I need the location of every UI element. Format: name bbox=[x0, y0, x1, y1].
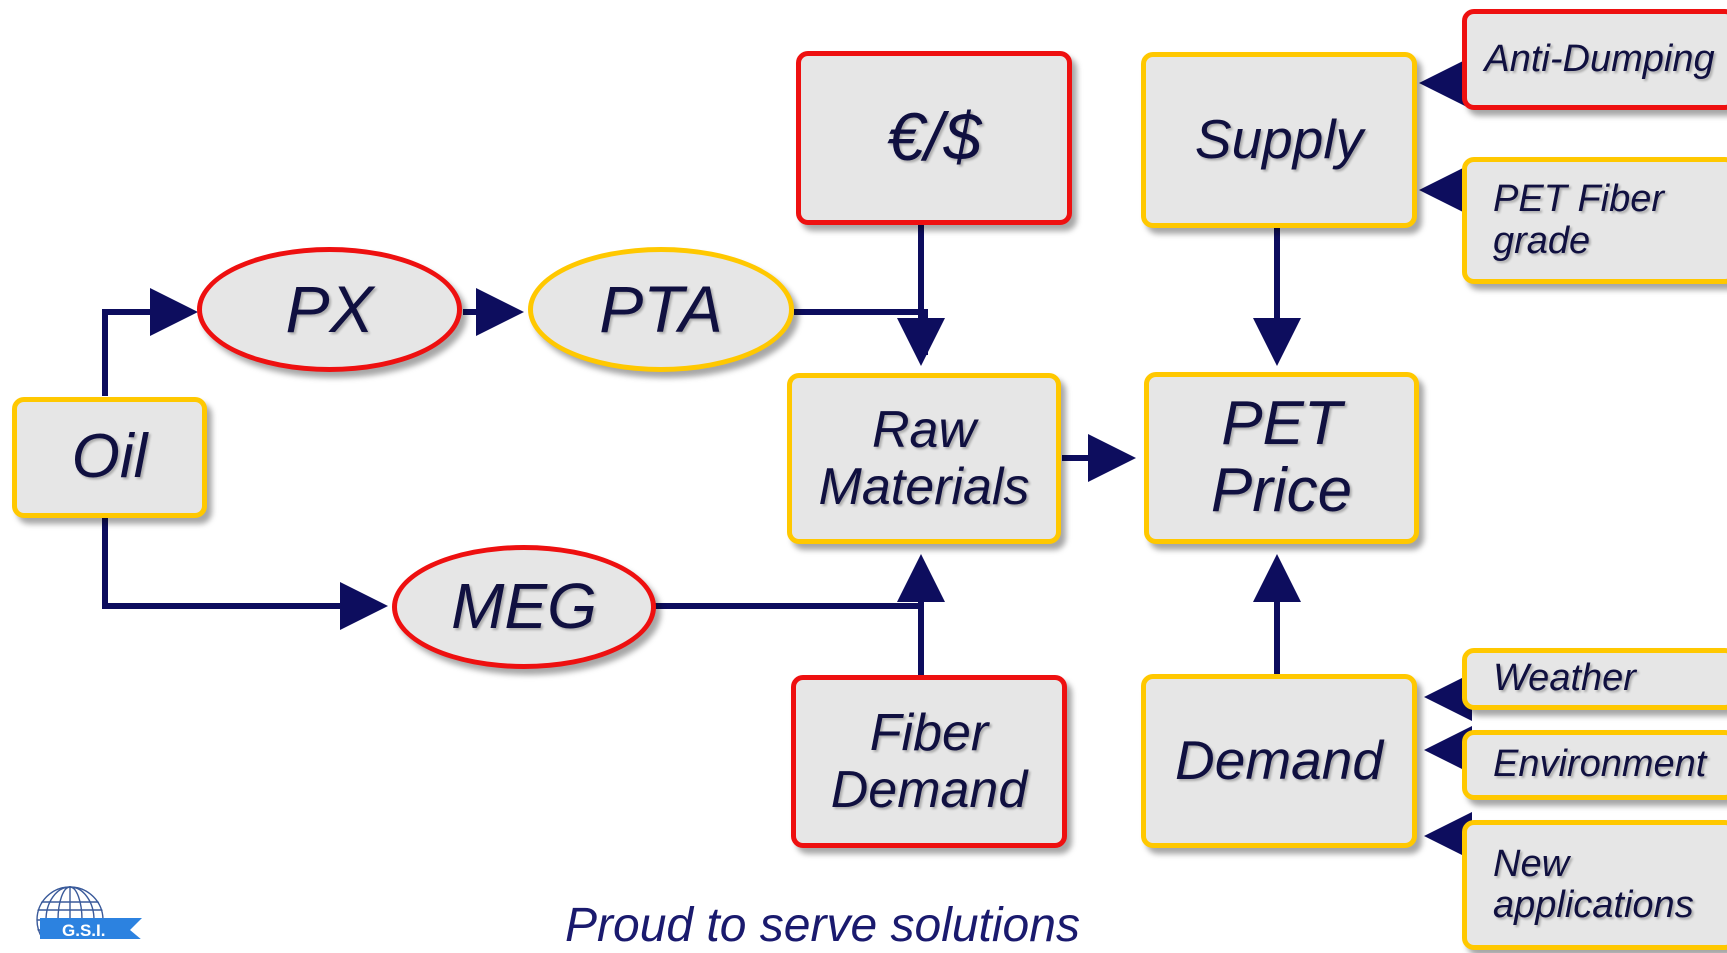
pta-to-raw-materials-arrow bbox=[794, 309, 928, 355]
anti-dumping-label: Anti-Dumping bbox=[1484, 37, 1715, 80]
fiber-demand-label: Fiber Demand bbox=[830, 704, 1028, 819]
logo-text: G.S.I. bbox=[62, 921, 105, 939]
oil-to-px-arrow bbox=[102, 288, 198, 396]
demand-node: Demand bbox=[1141, 674, 1417, 848]
euro-dollar-label: €/$ bbox=[886, 99, 982, 176]
pet-price-label: PET Price bbox=[1210, 389, 1353, 525]
demand-label: Demand bbox=[1175, 729, 1383, 792]
meg-node: MEG bbox=[392, 545, 656, 669]
oil-label: Oil bbox=[71, 422, 148, 492]
pet-price-node: PET Price bbox=[1144, 372, 1419, 544]
meg-label: MEG bbox=[451, 570, 597, 643]
oil-to-meg-arrow bbox=[102, 518, 388, 630]
pta-node: PTA bbox=[528, 247, 794, 372]
supply-label: Supply bbox=[1194, 108, 1364, 171]
raw-materials-label: Raw Materials bbox=[818, 401, 1030, 516]
pet-fiber-grade-node: PET Fiber grade bbox=[1462, 157, 1727, 284]
oil-node: Oil bbox=[12, 397, 207, 518]
footer-slogan: Proud to serve solutions bbox=[565, 899, 1080, 952]
environment-label: Environment bbox=[1493, 743, 1707, 786]
gsi-logo: G.S.I. bbox=[36, 886, 142, 939]
new-applications-node: New applications bbox=[1462, 820, 1727, 950]
euro-dollar-node: €/$ bbox=[796, 51, 1072, 225]
raw-materials-node: Raw Materials bbox=[787, 373, 1061, 544]
px-label: PX bbox=[285, 271, 374, 346]
environment-node: Environment bbox=[1462, 730, 1727, 800]
weather-label: Weather bbox=[1493, 657, 1636, 700]
pta-label: PTA bbox=[599, 271, 723, 346]
pet-fiber-grade-label: PET Fiber grade bbox=[1493, 178, 1665, 262]
px-node: PX bbox=[197, 247, 462, 372]
fiber-demand-node: Fiber Demand bbox=[791, 675, 1067, 848]
weather-node: Weather bbox=[1462, 648, 1727, 710]
new-applications-label: New applications bbox=[1493, 842, 1694, 926]
anti-dumping-node: Anti-Dumping bbox=[1462, 9, 1727, 110]
supply-node: Supply bbox=[1141, 52, 1417, 228]
